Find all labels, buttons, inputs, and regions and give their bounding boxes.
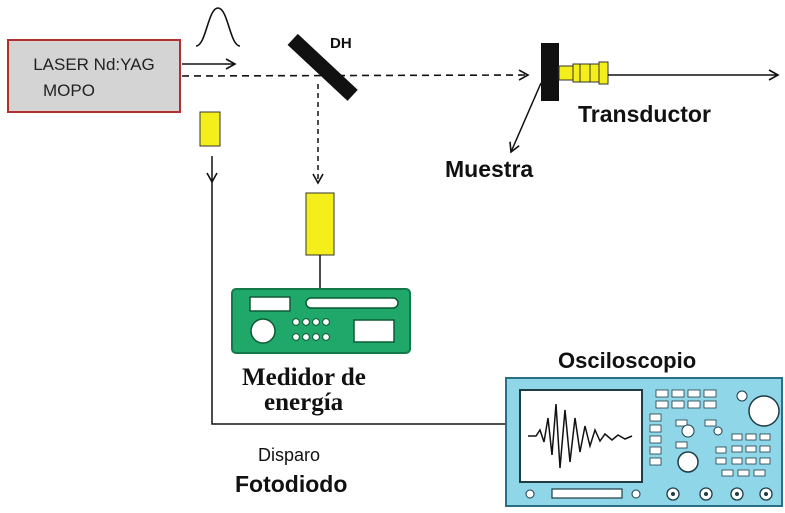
- oscilloscope-label: Osciloscopio: [558, 348, 696, 373]
- energy-detector-head: [305, 192, 335, 256]
- sample-plate: [541, 43, 559, 101]
- laser-beam-transmitted: [181, 69, 530, 81]
- waveform-signal: [528, 403, 633, 469]
- oscilloscope-screen: [519, 389, 643, 483]
- laser-pulse-icon: [195, 7, 241, 47]
- trigger-cable: [211, 180, 508, 425]
- trigger-label: Disparo: [258, 445, 320, 465]
- sample-pointer: [509, 82, 542, 154]
- mirror-label: DH: [330, 35, 352, 52]
- oscilloscope: [505, 377, 783, 507]
- laser-label-line1: LASER Nd:YAG: [33, 55, 155, 74]
- transducer: [558, 61, 609, 85]
- energy-meter-label-line2: energía: [264, 389, 344, 416]
- laser-label-line2: MOPO: [43, 81, 95, 100]
- sample-label: Muestra: [445, 156, 533, 182]
- laser-box: LASER Nd:YAG MOPO: [7, 39, 181, 113]
- transducer-label: Transductor: [578, 101, 711, 127]
- energy-meter-label-line1: Medidor de: [242, 364, 366, 391]
- photodiode-label: Fotodiodo: [235, 471, 347, 497]
- energy-meter: [231, 288, 411, 354]
- beam-splitter-mirror: [287, 33, 358, 101]
- photodiode: [199, 111, 221, 147]
